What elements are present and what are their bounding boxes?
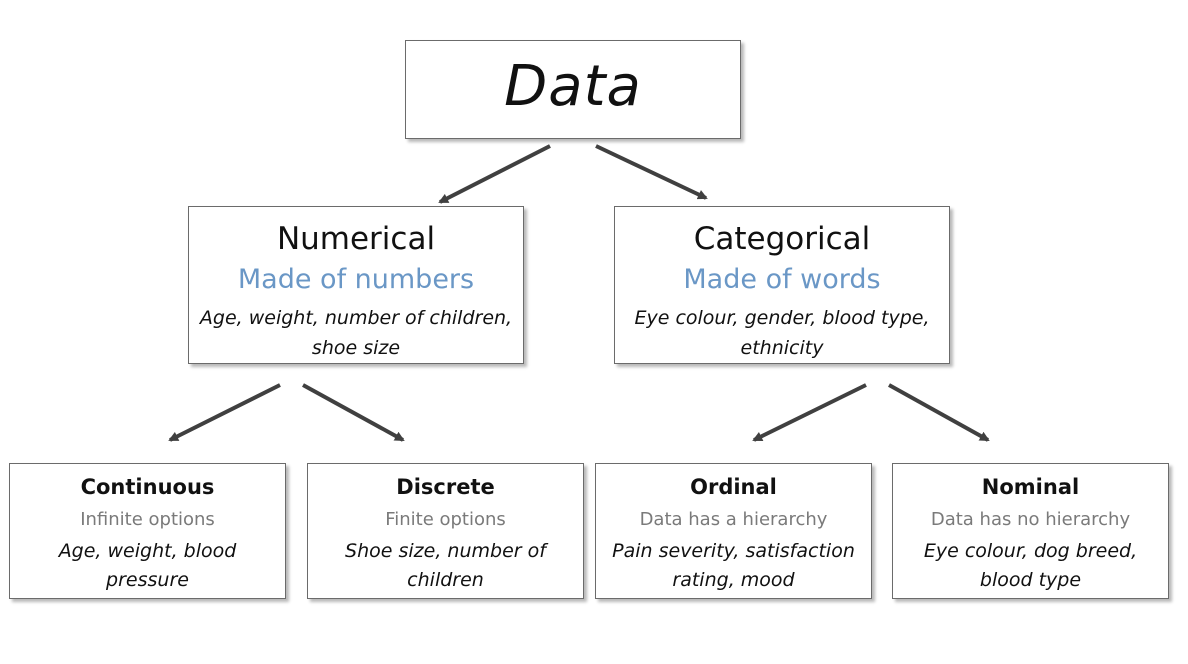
categorical-title: Categorical (693, 221, 871, 257)
numerical-title: Numerical (276, 221, 436, 257)
categorical-subtitle: Made of words (683, 264, 881, 295)
discrete-title: Discrete (396, 475, 495, 499)
ordinal-node: Ordinal Data has a hierarchy Pain severi… (595, 463, 872, 599)
arrow-categorical-to-nominal (888, 383, 990, 442)
discrete-examples: Shoe size, number of children (345, 540, 546, 591)
data-root-title: Data (504, 54, 642, 119)
nominal-node: Nominal Data has no hierarchy Eye colour… (892, 463, 1169, 599)
continuous-title: Continuous (80, 475, 215, 499)
categorical-node: Categorical Made of words Eye colour, ge… (614, 206, 950, 364)
nominal-title: Nominal (981, 475, 1080, 499)
arrow-data-to-categorical (595, 144, 708, 200)
numerical-subtitle: Made of numbers (237, 264, 475, 295)
ordinal-subtitle: Data has a hierarchy (639, 509, 828, 530)
ordinal-title: Ordinal (690, 475, 777, 499)
numerical-node: Numerical Made of numbers Age, weight, n… (188, 206, 524, 364)
ordinal-examples: Pain severity, satisfaction rating, mood (612, 540, 855, 591)
continuous-subtitle: Infinite options (80, 509, 215, 530)
categorical-examples: Eye colour, gender, blood type, ethnicit… (634, 307, 930, 359)
arrow-data-to-numerical (438, 144, 551, 204)
arrow-numerical-to-continuous (168, 383, 281, 442)
data-root-node: Data (405, 40, 741, 139)
arrow-numerical-to-discrete (302, 383, 405, 442)
discrete-subtitle: Finite options (385, 509, 506, 530)
arrow-categorical-to-ordinal (752, 383, 867, 442)
discrete-node: Discrete Finite options Shoe size, numbe… (307, 463, 584, 599)
continuous-examples: Age, weight, blood pressure (58, 540, 237, 591)
numerical-examples: Age, weight, number of children, shoe si… (199, 307, 513, 359)
nominal-examples: Eye colour, dog breed, blood type (923, 540, 1138, 591)
continuous-node: Continuous Infinite options Age, weight,… (9, 463, 286, 599)
nominal-subtitle: Data has no hierarchy (930, 509, 1131, 530)
